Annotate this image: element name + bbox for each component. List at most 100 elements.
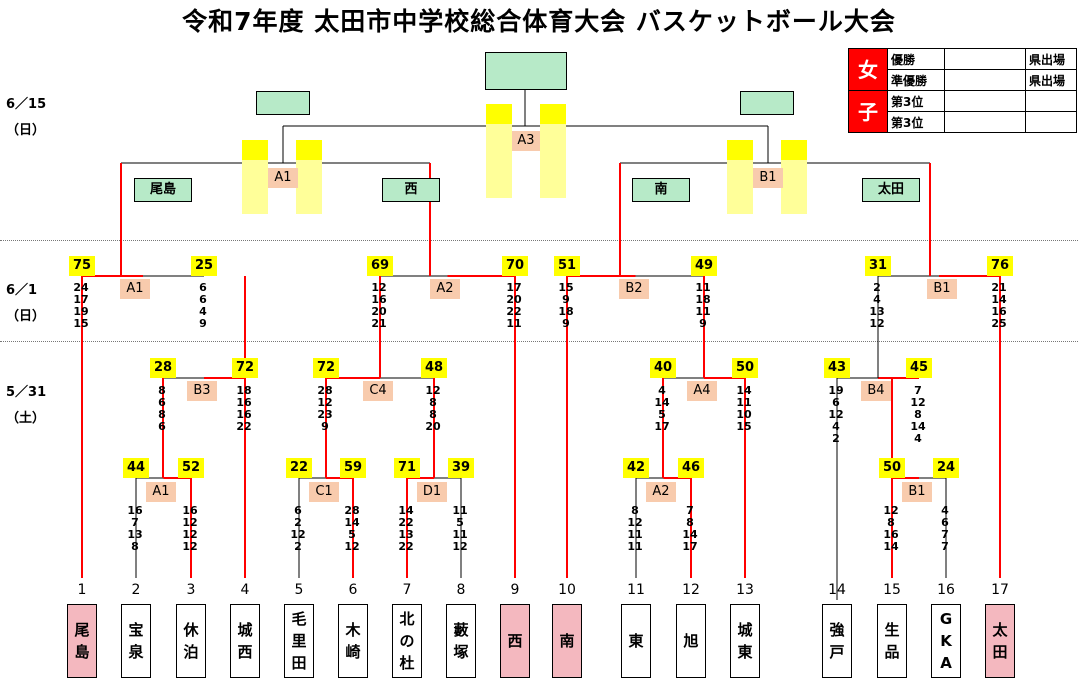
team-name-char: 旭	[683, 632, 699, 650]
match-label: D1	[417, 482, 447, 502]
set-score: 12	[828, 408, 844, 421]
date-final-weekday: （日）	[6, 123, 46, 138]
semi-winner-box-right	[740, 91, 794, 115]
set-score: 6	[158, 420, 166, 433]
set-score: 8	[158, 384, 166, 397]
team-seed-number: 8	[456, 582, 466, 598]
set-score: 19	[828, 384, 844, 397]
match-score-left: 51	[554, 256, 580, 276]
score-empty	[242, 140, 268, 160]
results-sex-bottom: 子	[848, 90, 888, 133]
date-round2: 6／1 （日）	[6, 278, 45, 330]
set-score: 10	[736, 408, 752, 421]
match-label: A2	[646, 482, 676, 502]
set-score: 5	[456, 516, 464, 529]
set-score: 5	[348, 528, 356, 541]
match-label: B3	[187, 381, 217, 401]
set-score: 11	[452, 528, 468, 541]
results-place: 準優勝	[887, 69, 945, 91]
match-score-left: 71	[394, 458, 420, 478]
team-name-char: 木	[345, 621, 361, 639]
set-score: 8	[158, 408, 166, 421]
team-box: 南	[552, 604, 582, 678]
set-score: 9	[199, 317, 207, 330]
set-score: 23	[317, 408, 333, 421]
team-seed-number: 6	[348, 582, 358, 598]
set-score: 8	[686, 516, 694, 529]
divider-top	[0, 240, 1078, 241]
team-name-char: 西	[237, 643, 253, 661]
semi-team-label: 太田	[862, 178, 920, 202]
set-score: 12	[425, 384, 441, 397]
team-name-char: A	[940, 654, 952, 672]
set-score: 19	[73, 305, 89, 318]
set-score: 11	[452, 504, 468, 517]
date-final-day: 6／15	[6, 97, 47, 112]
set-score: 4	[658, 384, 666, 397]
team-seed-number: 2	[131, 582, 141, 598]
set-score: 12	[317, 396, 333, 409]
match-score-right: 52	[178, 458, 204, 478]
semi-team-label: 尾島	[134, 178, 192, 202]
semi-winner-box-left	[256, 91, 310, 115]
set-score: 8	[429, 396, 437, 409]
set-score: 8	[887, 516, 895, 529]
results-note	[1025, 111, 1077, 133]
set-score: 6	[941, 516, 949, 529]
set-score: 22	[506, 305, 522, 318]
team-name-char: 東	[628, 632, 644, 650]
team-box: 生品	[877, 604, 907, 678]
results-table: 女 優勝 県出場 準優勝 県出場 子 第3位 第3位	[848, 48, 1077, 133]
set-score: 20	[425, 420, 441, 433]
team-name-char: の	[399, 632, 415, 650]
semi-team-label: 南	[632, 178, 690, 202]
team-name-char: 田	[291, 654, 307, 672]
semi-team-label: 西	[382, 178, 440, 202]
set-score: 2	[873, 281, 881, 294]
match-score-right: 25	[191, 256, 217, 276]
match-score-left: 44	[123, 458, 149, 478]
score-empty	[727, 140, 753, 160]
match-label: A1	[146, 482, 176, 502]
team-name-char: 田	[992, 643, 1008, 661]
set-score: 2	[294, 516, 302, 529]
set-score: 14	[344, 516, 360, 529]
team-seed-number: 10	[558, 582, 576, 598]
set-score: 6	[158, 396, 166, 409]
match-score-left: 72	[313, 358, 339, 378]
results-place: 優勝	[887, 48, 945, 70]
set-score: 17	[654, 420, 670, 433]
set-score: 7	[131, 516, 139, 529]
match-label: A4	[687, 381, 717, 401]
team-name-char: 城	[237, 621, 253, 639]
date-final: 6／15 （日）	[6, 92, 46, 144]
set-score: 22	[398, 516, 414, 529]
date-round2-day: 6／1	[6, 283, 38, 298]
team-seed-number: 4	[240, 582, 250, 598]
match-score-left: 42	[623, 458, 649, 478]
set-score: 12	[182, 516, 198, 529]
team-box: 木崎	[338, 604, 368, 678]
set-score: 8	[429, 408, 437, 421]
team-box: 尾島	[67, 604, 97, 678]
team-box: 北の杜	[392, 604, 422, 678]
divider-bottom	[0, 341, 1078, 342]
page-title: 令和7年度 太田市中学校総合体育大会 バスケットボール大会	[182, 7, 896, 36]
set-score: 28	[344, 504, 360, 517]
set-score: 12	[182, 528, 198, 541]
set-score: 22	[236, 420, 252, 433]
match-score-left: 28	[150, 358, 176, 378]
set-score: 13	[398, 528, 414, 541]
